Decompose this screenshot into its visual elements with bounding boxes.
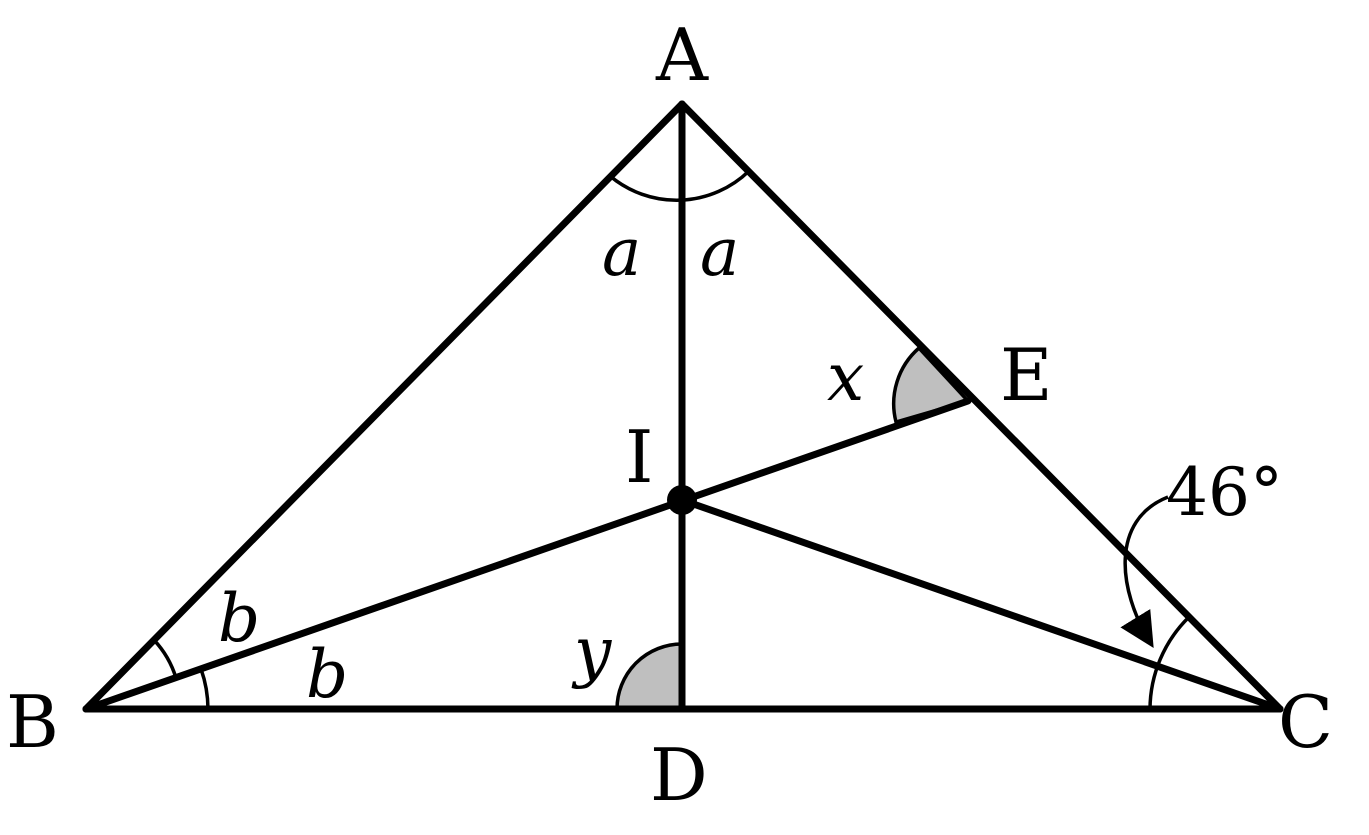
angle-x-shade: [891, 345, 972, 425]
point-label-i: I: [625, 415, 653, 499]
angle-label-a-right: a: [700, 214, 739, 291]
segment-ic: [678, 496, 1284, 713]
angle-label-y: y: [571, 613, 612, 690]
angle-a-arc: [608, 169, 751, 202]
edge-ac: [678, 100, 1284, 713]
edge-ab: [82, 100, 686, 713]
point-label-d: D: [650, 733, 708, 817]
angle-b-arc-outer: [152, 638, 178, 679]
angle-label-a-left: a: [602, 214, 641, 291]
point-label-e: E: [1000, 333, 1053, 417]
segment-be: [82, 397, 972, 713]
point-label-a: A: [655, 13, 709, 97]
angle-c-arc: [1148, 615, 1191, 710]
angle-c-pointer: [1120, 495, 1169, 648]
point-i-dot: [667, 485, 697, 515]
angle-y-shade: [615, 642, 684, 711]
angle-label-46: 46°: [1166, 454, 1283, 531]
angle-b-arc-inner: [199, 668, 210, 710]
point-label-c: C: [1278, 680, 1333, 764]
angle-label-b-lower: b: [306, 636, 348, 713]
angle-label-x: x: [827, 339, 864, 416]
angle-label-b-upper: b: [218, 580, 260, 657]
point-label-b: B: [6, 680, 59, 764]
